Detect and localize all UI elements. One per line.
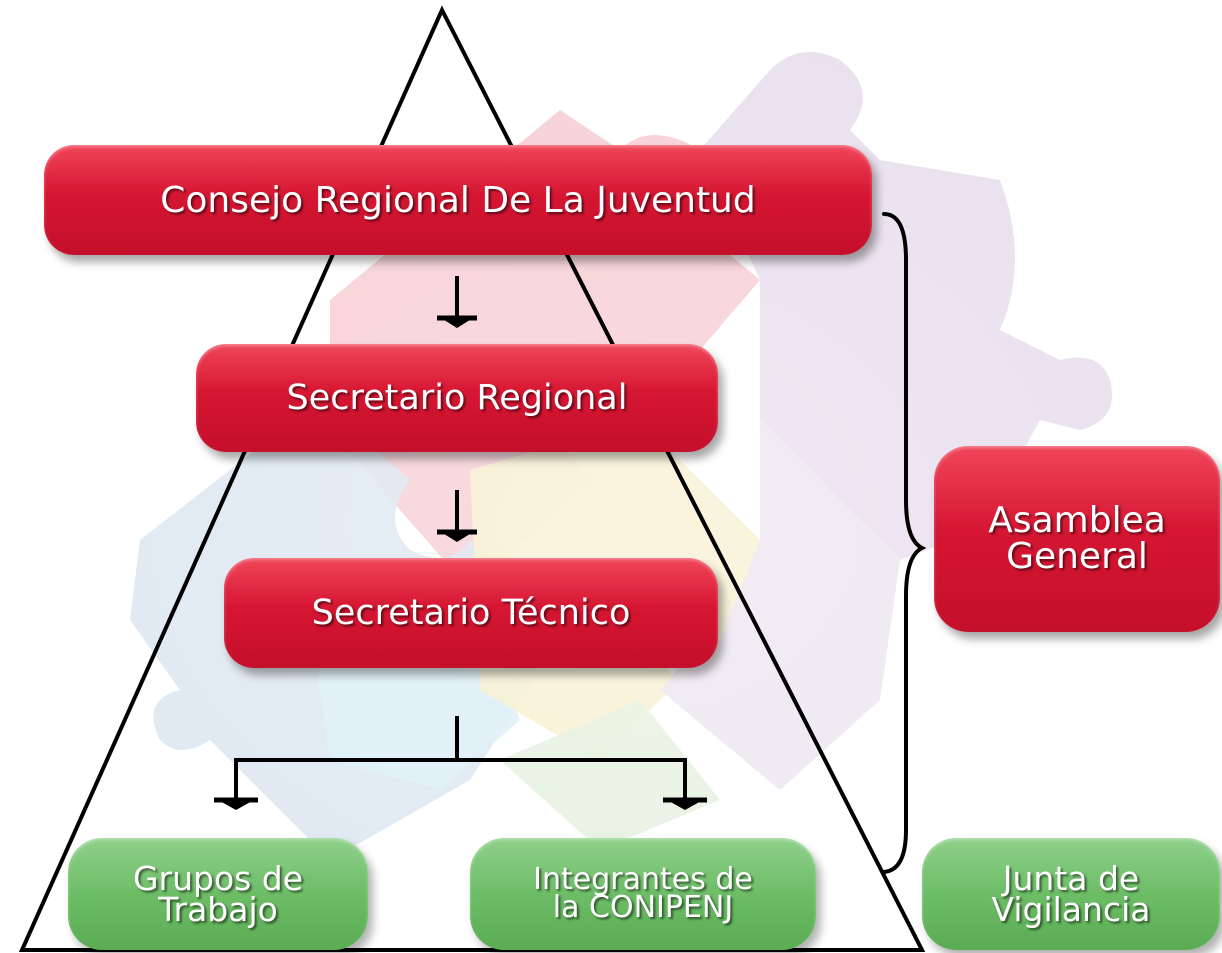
integrantes-line2: la CONIPENJ: [552, 890, 734, 925]
asamblea-general-box: Asamblea General: [934, 446, 1220, 632]
consejo-regional-label: Consejo Regional De La Juventud: [160, 179, 756, 221]
secretario-tecnico-box: Secretario Técnico: [224, 558, 718, 668]
grupos-trabajo-box: Grupos de Trabajo: [68, 838, 368, 950]
asamblea-line1: Asamblea: [988, 500, 1166, 541]
integrantes-conipenj-box: Integrantes de la CONIPENJ: [470, 838, 816, 950]
secretario-tecnico-label: Secretario Técnico: [311, 593, 631, 633]
pyramid-outline: [18, 5, 926, 952]
junta-line2: Vigilancia: [991, 890, 1151, 929]
integrantes-line1: Integrantes de: [533, 861, 753, 897]
arrow-down-1: [437, 276, 477, 328]
junta-vigilancia-box: Junta de Vigilancia: [922, 838, 1220, 950]
asamblea-line2: General: [1006, 536, 1148, 577]
consejo-regional-box: Consejo Regional De La Juventud: [44, 145, 872, 255]
secretario-regional-label: Secretario Regional: [286, 378, 628, 418]
grupos-line1: Grupos de: [132, 858, 304, 898]
branch-connector: [214, 716, 707, 810]
junta-line1: Junta de: [1002, 858, 1140, 898]
secretario-regional-box: Secretario Regional: [196, 344, 718, 452]
arrow-down-2: [437, 490, 477, 542]
grupos-line2: Trabajo: [158, 890, 278, 929]
curly-brace: [882, 212, 927, 874]
